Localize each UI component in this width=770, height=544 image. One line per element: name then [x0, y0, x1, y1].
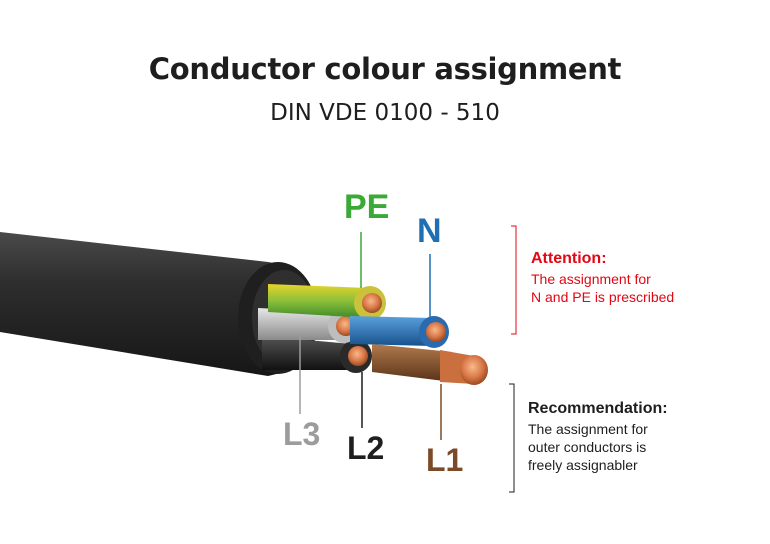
conductor-n — [350, 316, 449, 348]
attention-text: The assignment for N and PE is prescribe… — [531, 271, 675, 305]
attention-note: Attention: The assignment for N and PE i… — [531, 250, 721, 306]
label-l2: L2 — [347, 430, 385, 466]
recommendation-note: Recommendation: The assignment for outer… — [528, 400, 728, 474]
page-title: Conductor colour assignment — [148, 52, 622, 86]
attention-bracket — [511, 225, 517, 335]
page-subtitle: DIN VDE 0100 - 510 — [270, 100, 500, 126]
recommendation-bracket — [509, 383, 515, 493]
conductor-l1 — [372, 344, 488, 385]
attention-heading: Attention: — [531, 250, 607, 267]
recommendation-heading: Recommendation: — [528, 400, 668, 417]
label-n: N — [417, 212, 442, 250]
label-l1: L1 — [426, 442, 464, 478]
recommendation-text: The assignment for outer conductors is f… — [528, 421, 648, 473]
label-l3: L3 — [283, 416, 321, 452]
conductor-l2 — [262, 336, 372, 373]
conductor-pe — [268, 284, 386, 320]
label-pe: PE — [344, 188, 390, 226]
